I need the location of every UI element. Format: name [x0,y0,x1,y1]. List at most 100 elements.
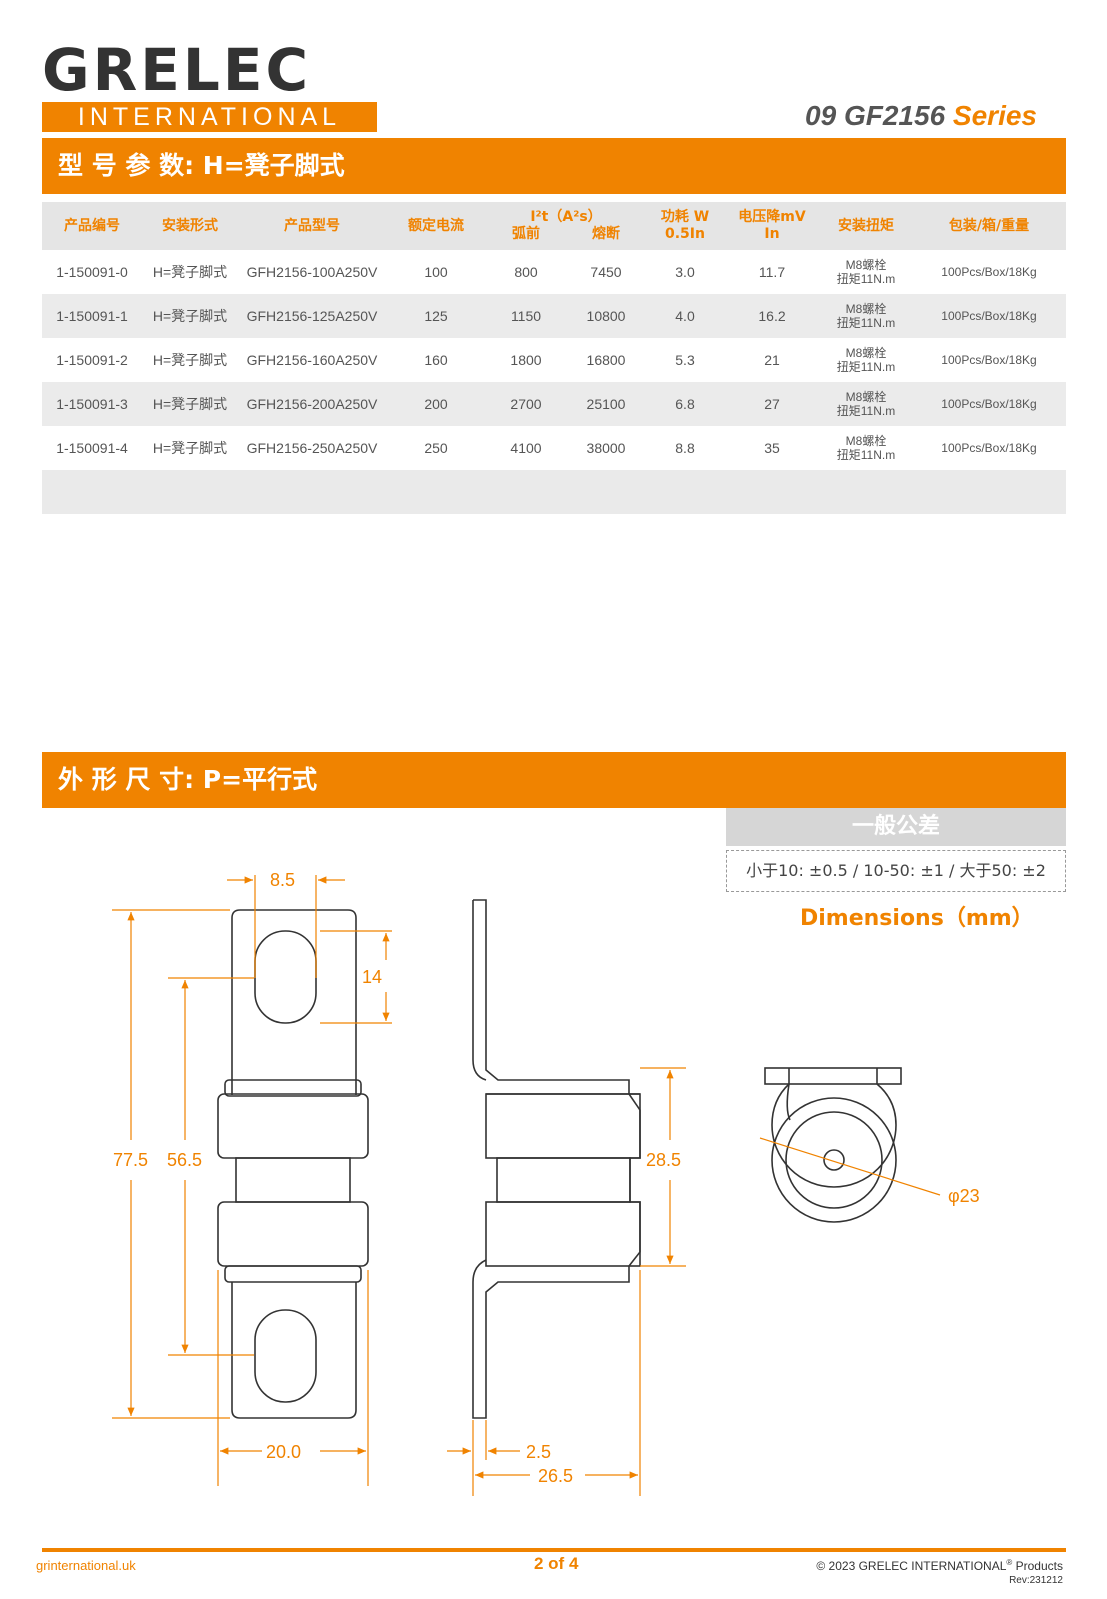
footer-revision: Rev:231212 [1009,1575,1063,1586]
end-view [764,1067,902,1223]
cell-power: 4.0 [646,294,724,338]
footer-copyright: © 2023 GRELEC INTERNATIONAL® Products [816,1558,1063,1573]
cell-torque-bolt: M8螺栓 [845,346,887,360]
cell-code: 1-150091-1 [42,294,142,338]
cell-power: 6.8 [646,382,724,426]
cell-torque: M8螺栓扭矩11N.m [820,338,912,382]
cell-pack: 100Pcs/Box/18Kg [912,294,1066,338]
cell-pre: 1150 [486,294,566,338]
cell-melt: 7450 [590,264,622,280]
cell-pre: 1800 [510,352,542,368]
cell-rated: 125 [386,294,486,338]
products-text: Products [1012,1559,1063,1573]
cell-torque-bolt: M8螺栓 [845,434,887,448]
empty-cell [912,470,1066,514]
cell-vdrop: 27 [724,382,820,426]
cell-power: 5.3 [675,352,695,368]
section-dimensions-title: 外 形 尺 寸: P=平行式 [42,752,1066,808]
dimension-lines [112,875,941,1496]
footer-website[interactable]: grinternational.uk [36,1558,136,1573]
header-torque: 安装扭矩 [820,202,912,250]
cell-torque-value: 扭矩11N.m [836,360,896,374]
dim-28-5: 28.5 [646,1150,681,1170]
dim-26-5: 26.5 [538,1466,573,1486]
header-pack: 包装/箱/重量 [912,202,1066,250]
header-i2t: I²t（A²s） 弧前熔断 [486,202,646,250]
cell-vdrop: 16.2 [724,294,820,338]
cell-pre: 2700 [486,382,566,426]
empty-cell [386,470,486,514]
dim-14: 14 [362,967,382,987]
cell-pre: 800 [514,264,538,280]
header-i2t-melt: 熔断 [592,226,620,242]
footer-page-number: 2 of 4 [534,1554,579,1573]
header-vdrop-label: 电压降mV [738,209,806,225]
cell-vdrop: 21 [764,352,780,368]
company-logo: GRELEC INTERNATIONAL [42,36,377,132]
empty-cell [486,470,566,514]
cell-code: 1-150091-3 [42,382,142,426]
cell-pack: 100Pcs/Box/18Kg [912,382,1066,426]
cell-power: 3.0 [675,264,695,280]
dim-8-5: 8.5 [270,870,295,890]
logo-subtitle: INTERNATIONAL [77,103,342,131]
cell-pre: 4100 [510,440,542,456]
tolerance-text: 小于10: ±0.5 / 10-50: ±1 / 大于50: ±2 [726,850,1066,892]
cell-torque-bolt: M8螺栓 [845,390,887,404]
logo-wordmark: GRELEC [42,36,312,104]
cell-pack: 100Pcs/Box/18Kg [941,353,1037,367]
cell-torque: M8螺栓扭矩11N.m [820,426,912,470]
cell-code: 1-150091-0 [56,264,128,280]
cell-melt: 16800 [586,352,626,368]
cell-model: GFH2156-160A250V [246,352,378,368]
cell-rated: 250 [424,440,448,456]
empty-cell [238,470,386,514]
cell-mount: H=凳子脚式 [152,264,228,280]
header-rated: 额定电流 [386,202,486,250]
side-view [472,899,641,1419]
cell-model: GFH2156-100A250V [246,264,378,280]
empty-cell [646,470,724,514]
cell-model: GFH2156-125A250V [238,294,386,338]
tolerance-title: 一般公差 [726,808,1066,846]
dimension-labels: 8.5 14 77.5 56.5 28.5 20.0 2.5 26.5 φ23 [113,870,980,1486]
cell-torque: M8螺栓扭矩11N.m [820,382,912,426]
cell-mount: H=凳子脚式 [152,440,228,456]
header-i2t-label: I²t（A²s） [530,209,602,225]
table-empty-row [42,470,1066,514]
header-code: 产品编号 [42,202,142,250]
cell-code: 1-150091-2 [56,352,128,368]
cell-pack: 100Pcs/Box/18Kg [941,265,1037,279]
header-mount: 安装形式 [142,202,238,250]
series-suffix: Series [952,100,1037,131]
empty-cell [42,470,142,514]
registered-mark: ® [1006,1558,1013,1567]
empty-cell [724,470,820,514]
cell-vdrop: 11.7 [758,264,786,280]
cell-torque: M8螺栓扭矩11N.m [820,250,912,294]
dim-77-5: 77.5 [113,1150,148,1170]
cell-torque-value: 扭矩11N.m [836,448,896,462]
cell-melt: 25100 [566,382,646,426]
cell-torque-value: 扭矩11N.m [836,272,896,286]
cell-melt: 10800 [566,294,646,338]
dim-2-5: 2.5 [526,1442,551,1462]
header-power-label: 功耗 W [660,209,710,225]
series-title: 09 GF2156 Series [805,100,1037,132]
cell-vdrop: 35 [764,440,780,456]
cell-model: GFH2156-200A250V [238,382,386,426]
empty-cell [820,470,912,514]
cell-torque-value: 扭矩11N.m [836,404,896,418]
footer-divider [42,1548,1066,1552]
cell-rated: 200 [386,382,486,426]
dimensions-unit-title: Dimensions（mm） [800,906,1034,931]
top-slot [254,930,317,1024]
cell-rated: 160 [424,352,448,368]
